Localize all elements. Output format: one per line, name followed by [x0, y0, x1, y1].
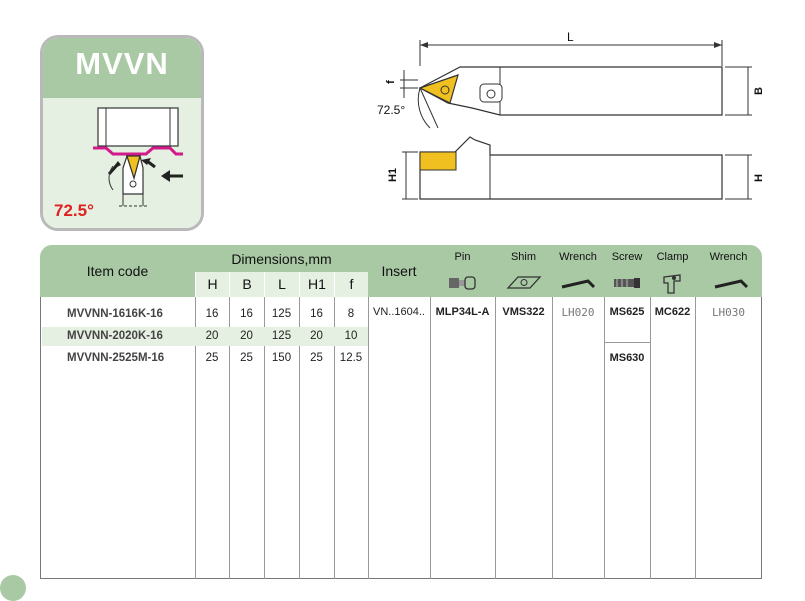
side-view-drawing	[402, 136, 752, 200]
shim-icon	[506, 276, 542, 289]
drawing-angle-label: 72.5°	[377, 103, 406, 117]
technical-drawing	[400, 40, 752, 200]
badge-illustration-area	[43, 98, 201, 228]
dim-L-label: L	[567, 30, 574, 44]
top-view-drawing	[400, 40, 752, 129]
header-insert: Insert	[381, 263, 417, 279]
clamp-icon	[663, 274, 681, 294]
subheader-H: H	[195, 272, 229, 297]
header-clamp: Clamp	[656, 251, 689, 263]
pin-value: MLP34L-A	[435, 306, 490, 318]
shim-value: VMS322	[502, 306, 545, 318]
subheader-f: f	[334, 272, 368, 297]
screw-value-2: MS630	[609, 352, 645, 364]
table-row: MVVNN-2525M-16 25 25 150 25 12.5	[67, 352, 363, 364]
subheader-B: B	[229, 272, 264, 297]
header-dimensions: Dimensions,mm	[231, 251, 332, 267]
dim-f-label: f	[384, 80, 397, 84]
header-wrench-1: Wrench	[559, 251, 597, 263]
badge-angle-label: 72.5°	[54, 201, 94, 220]
wrench-1-value: LH020	[561, 306, 595, 319]
badge-header	[43, 38, 201, 98]
header-pin: Pin	[454, 251, 471, 263]
table-row: MVVNN-2020K-16 20 20 125 20 10	[42, 327, 368, 346]
insert-value: VN..1604..	[373, 306, 425, 318]
dim-B-label: B	[752, 87, 765, 95]
header-shim: Shim	[510, 251, 537, 263]
wrench-2-icon	[714, 279, 749, 289]
table-header	[40, 245, 762, 297]
table-body	[40, 297, 762, 579]
header-wrench-2: Wrench	[709, 251, 748, 263]
wrench-1-icon	[561, 279, 596, 289]
screw-value-1: MS625	[609, 306, 645, 318]
brand-logo	[0, 575, 26, 601]
pin-icon	[449, 276, 476, 290]
screw-icon	[614, 278, 640, 288]
dim-H-label: H	[752, 174, 765, 182]
header-screw: Screw	[611, 251, 643, 263]
header-item-code: Item code	[86, 263, 149, 279]
dim-H1-label: H1	[387, 167, 400, 183]
subheader-L: L	[264, 272, 299, 297]
table-row: MVVNN-1616K-16 16 16 125 16 8	[67, 308, 355, 320]
badge-title: MVVN	[75, 46, 169, 81]
cutting-direction-icon	[93, 107, 183, 207]
wrench-2-value: LH030	[711, 306, 746, 319]
holder-type-badge: MVVN 72.5°	[40, 35, 204, 231]
subheader-H1: H1	[299, 272, 334, 297]
clamp-value: MC622	[654, 306, 691, 318]
